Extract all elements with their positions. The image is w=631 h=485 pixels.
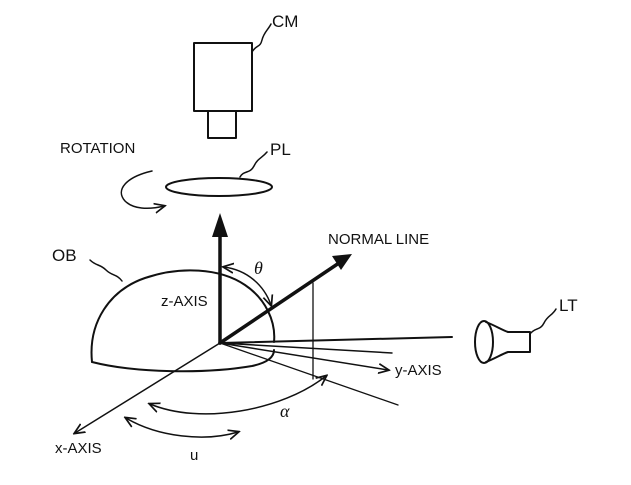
object-leader-line — [90, 260, 122, 281]
polarizer-leader-line — [240, 152, 267, 177]
camera-label: CM — [272, 12, 298, 31]
x-axis: x-AXIS — [55, 343, 220, 457]
theta-angle: θ — [224, 258, 271, 305]
normal-line-label: NORMAL LINE — [328, 231, 429, 248]
polarizer-label: PL — [270, 140, 291, 159]
object-label: OB — [52, 246, 77, 265]
x-axis-line — [75, 343, 220, 433]
light-source-leader-line — [530, 309, 556, 334]
rotation-indicator: ROTATION — [60, 140, 164, 208]
u-label: u — [190, 447, 198, 464]
camera-leader-line — [252, 24, 271, 52]
normal-line: NORMAL LINE — [220, 231, 429, 343]
polarizer-disk — [166, 178, 272, 196]
z-axis-label: z-AXIS — [161, 293, 208, 310]
y-axis: y-AXIS — [220, 343, 442, 379]
light-source-aperture — [475, 321, 493, 363]
u-arc — [126, 418, 238, 437]
z-axis: z-AXIS — [161, 213, 228, 343]
y-axis-label: y-AXIS — [395, 362, 442, 379]
normal-line-shaft — [220, 263, 339, 343]
rotation-arrow — [121, 171, 164, 208]
x-axis-label: x-AXIS — [55, 440, 102, 457]
hemisphere-dome — [92, 270, 275, 362]
light-path — [220, 337, 452, 353]
light-source-label: LT — [559, 296, 578, 315]
z-axis-arrowhead — [212, 213, 228, 237]
u-angle: u — [126, 418, 238, 464]
light-source-lt: LT — [475, 296, 578, 363]
theta-label: θ — [254, 258, 263, 278]
alpha-arc — [150, 376, 326, 414]
camera-cm: CM — [194, 12, 298, 138]
hemisphere-base — [92, 350, 274, 371]
camera-lens — [208, 111, 236, 138]
y-axis-line — [220, 343, 388, 370]
polarizer-pl: PL — [166, 140, 291, 196]
light-path-upper — [220, 337, 452, 343]
alpha-label: α — [280, 401, 290, 421]
camera-body — [194, 43, 252, 111]
alpha-angle: α — [150, 376, 326, 421]
rotation-label: ROTATION — [60, 140, 135, 157]
